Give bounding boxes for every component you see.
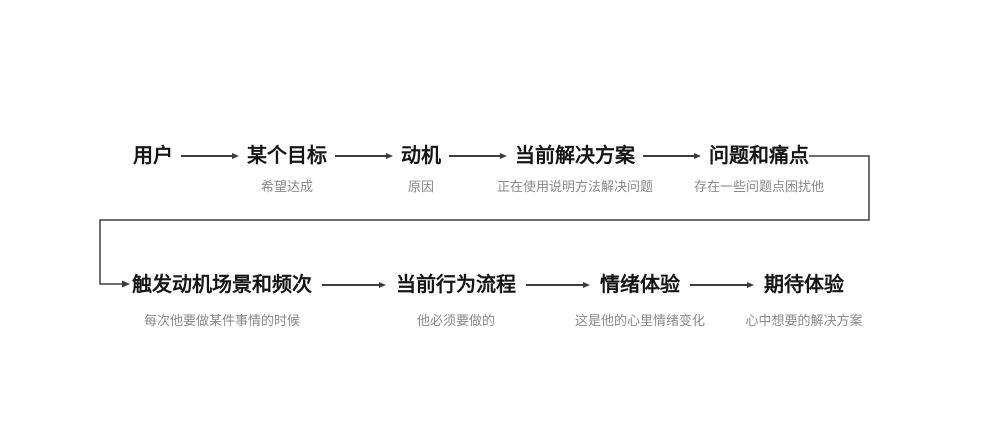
flow-node-emotional-experience: 情绪体验 这是他的心里情绪变化 <box>575 271 705 328</box>
arrow-shaft <box>643 155 694 157</box>
node-label: 问题和痛点 <box>709 145 809 167</box>
arrow-right-icon <box>526 271 590 299</box>
arrow-head-icon <box>747 282 754 288</box>
arrow-right-icon <box>181 142 239 170</box>
node-label: 用户 <box>133 145 173 167</box>
node-label: 当前解决方案 <box>515 145 635 167</box>
arrow-head-icon <box>232 153 239 159</box>
arrow-head-icon <box>379 282 386 288</box>
node-label: 某个目标 <box>247 145 327 167</box>
flow-node-motivation: 动机 原因 <box>401 142 441 194</box>
arrow-right-icon <box>449 142 507 170</box>
arrow-right-icon <box>690 271 754 299</box>
flow-node-goal: 某个目标 希望达成 <box>247 142 327 194</box>
node-subtitle: 原因 <box>407 179 435 194</box>
arrow-head-icon <box>694 153 701 159</box>
node-label: 情绪体验 <box>600 274 680 296</box>
node-label: 期待体验 <box>764 274 844 296</box>
node-subtitle: 存在一些问题点困扰他 <box>693 179 825 194</box>
arrow-shaft <box>181 155 232 157</box>
flow-node-user: 用户 <box>133 142 173 170</box>
arrow-shaft <box>322 284 379 286</box>
flow-node-current-solution: 当前解决方案 正在使用说明方法解决问题 <box>497 142 653 194</box>
node-subtitle: 正在使用说明方法解决问题 <box>496 179 654 194</box>
flow-node-current-behavior-flow: 当前行为流程 他必须要做的 <box>396 271 516 328</box>
node-label: 当前行为流程 <box>396 274 516 296</box>
arrow-shaft <box>526 284 583 286</box>
flow-node-expected-experience: 期待体验 心中想要的解决方案 <box>745 271 862 328</box>
node-subtitle: 每次他要做某件事情的时候 <box>143 313 301 328</box>
arrow-head-icon <box>583 282 590 288</box>
arrow-right-icon <box>335 142 393 170</box>
arrow-head-icon <box>122 280 130 288</box>
arrow-shaft <box>449 155 500 157</box>
node-label: 动机 <box>401 145 441 167</box>
node-label: 触发动机场景和频次 <box>132 274 312 296</box>
flow-node-trigger-scene-frequency: 触发动机场景和频次 每次他要做某件事情的时候 <box>132 271 312 328</box>
arrow-head-icon <box>500 153 507 159</box>
arrow-right-icon <box>322 271 386 299</box>
node-subtitle: 心中想要的解决方案 <box>745 313 863 328</box>
arrow-head-icon <box>386 153 393 159</box>
node-subtitle: 这是他的心里情绪变化 <box>574 313 706 328</box>
flow-row-top: 用户 某个目标 希望达成 动机 原因 当前解决方案 正在使用说明方法解决问题 <box>133 142 824 194</box>
node-subtitle: 他必须要做的 <box>416 313 496 328</box>
arrow-right-icon <box>643 142 701 170</box>
flow-node-pain-points: 问题和痛点 存在一些问题点困扰他 <box>694 142 824 194</box>
node-subtitle: 希望达成 <box>260 179 314 194</box>
arrow-shaft <box>335 155 386 157</box>
flow-row-bottom: 触发动机场景和频次 每次他要做某件事情的时候 当前行为流程 他必须要做的 情绪体… <box>132 271 863 328</box>
arrow-shaft <box>690 284 747 286</box>
